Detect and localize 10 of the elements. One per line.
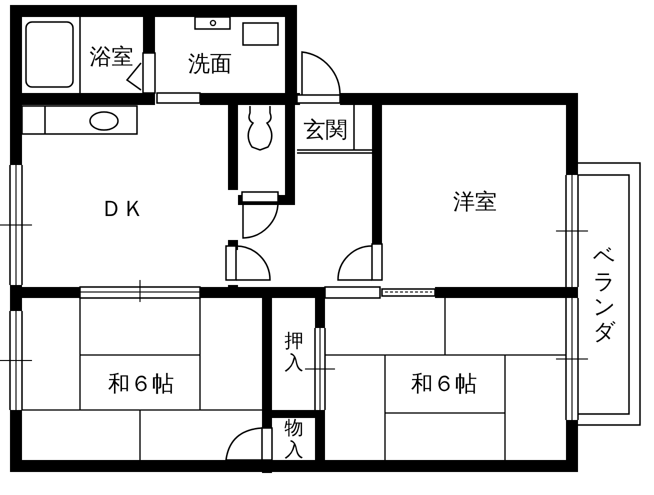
room-label: 物入 [284, 418, 304, 462]
room-label: 和６帖 [108, 374, 174, 396]
room-label: 浴室 [90, 47, 134, 69]
room-label: 和６帖 [411, 374, 477, 396]
room-label: 玄関 [304, 120, 348, 142]
room-label: 洗面 [188, 54, 232, 76]
room-label: 洋室 [453, 192, 497, 214]
room-label: 押入 [284, 330, 304, 374]
room-label: ベランダ [593, 244, 615, 346]
room-label: ＤＫ [100, 199, 144, 221]
